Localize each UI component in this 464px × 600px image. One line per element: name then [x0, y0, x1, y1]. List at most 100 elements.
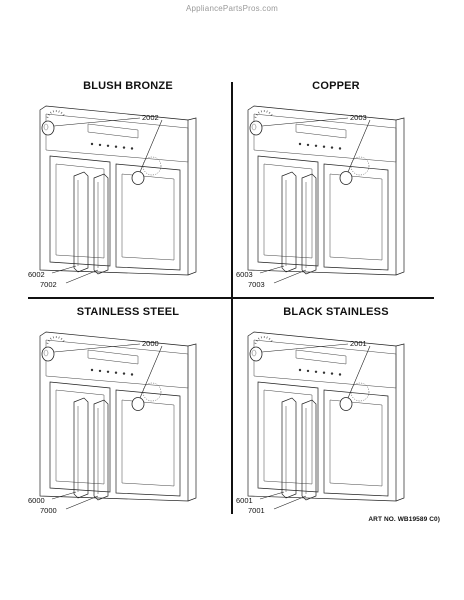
dial-tick [270, 340, 273, 342]
control-button-icon [314, 144, 318, 147]
control-button-icon [90, 368, 94, 372]
handle-right [93, 173, 109, 275]
oven-body [247, 105, 397, 276]
dial-tick [260, 336, 262, 339]
dial-tick [266, 110, 268, 113]
display-window [295, 349, 347, 365]
handle-part-number: 6002 [28, 270, 45, 279]
control-button-icon [98, 369, 102, 373]
knob-highlight [43, 349, 49, 357]
handle-left [281, 171, 297, 273]
handle-leader [273, 495, 307, 510]
dial-tick [260, 110, 262, 113]
handle-leader [259, 491, 285, 500]
dial-tick [268, 111, 271, 114]
control-panel [45, 339, 189, 389]
panel-title: BLUSH BRONZE [83, 80, 173, 92]
knob-highlight [251, 123, 257, 131]
handle-left [281, 397, 297, 499]
handle-right [301, 173, 317, 275]
control-button-icon [106, 144, 110, 147]
control-panel [253, 339, 397, 389]
control-button-icon [314, 370, 318, 373]
watermark: AppliancePartsPros.com [186, 4, 278, 13]
knob-leader [261, 343, 349, 353]
dial-tick [266, 336, 268, 339]
control-button-icon [338, 373, 342, 376]
dial-tick [255, 113, 258, 116]
handle-part-number: 7003 [248, 280, 265, 289]
left-door-inset [55, 163, 105, 259]
left-door-inset [263, 163, 313, 259]
dial-ring [350, 382, 370, 402]
right-door [323, 163, 389, 271]
dial-ring [350, 156, 370, 176]
left-door [257, 155, 319, 267]
knob-leader [347, 345, 371, 399]
handle-left [73, 171, 89, 273]
knob-part-number: 2000 [142, 339, 159, 348]
right-door-window [121, 399, 175, 487]
control-button-icon [114, 371, 118, 374]
control-button-icon [98, 143, 102, 147]
oven-side [395, 343, 405, 502]
left-door [49, 381, 111, 493]
knob-icon [339, 171, 353, 185]
display-window [87, 349, 139, 365]
dial-tick [58, 336, 60, 339]
oven-side [187, 117, 197, 276]
handle-leader [273, 269, 307, 284]
control-button-icon [122, 146, 126, 149]
knob-icon [131, 171, 145, 185]
dial-tick [62, 340, 65, 342]
right-door-window [121, 173, 175, 261]
dial-ring [142, 382, 162, 402]
knob-part-number: 2002 [142, 113, 159, 122]
left-door-inset [55, 389, 105, 485]
control-button-icon [106, 370, 110, 373]
control-button-icon [90, 142, 94, 146]
control-button-icon [306, 369, 310, 373]
dial-tick [49, 337, 52, 340]
dial-tick [255, 339, 258, 342]
knob-leader [139, 345, 163, 399]
control-button-icon [122, 372, 126, 375]
oven-body [39, 105, 189, 276]
handle-left [73, 397, 89, 499]
right-door-window [329, 399, 383, 487]
control-button-icon [306, 143, 310, 147]
dial-tick [47, 339, 50, 342]
handle-leader [65, 269, 99, 284]
handle-right [93, 399, 109, 501]
dial-tick [52, 110, 54, 113]
control-button-icon [330, 146, 334, 149]
knob-leader [139, 119, 163, 173]
dial-tick [47, 113, 50, 116]
oven-body [247, 331, 397, 502]
dial-tick [49, 111, 52, 114]
control-panel [45, 113, 189, 163]
handle-part-number: 7001 [248, 506, 265, 515]
control-button-icon [322, 371, 326, 374]
right-door [323, 389, 389, 497]
right-door-window [329, 173, 383, 261]
dial-tick [46, 116, 49, 118]
control-button-icon [338, 147, 342, 150]
oven-side [187, 343, 197, 502]
control-button-icon [298, 368, 302, 372]
knob-highlight [43, 123, 49, 131]
dial-ring [142, 156, 162, 176]
control-button-icon [130, 147, 134, 150]
handle-part-number: 7002 [40, 280, 57, 289]
oven-side [395, 117, 405, 276]
dial-tick [60, 337, 63, 340]
dial-tick [60, 111, 63, 114]
control-panel [253, 113, 397, 163]
display-window [295, 123, 347, 139]
